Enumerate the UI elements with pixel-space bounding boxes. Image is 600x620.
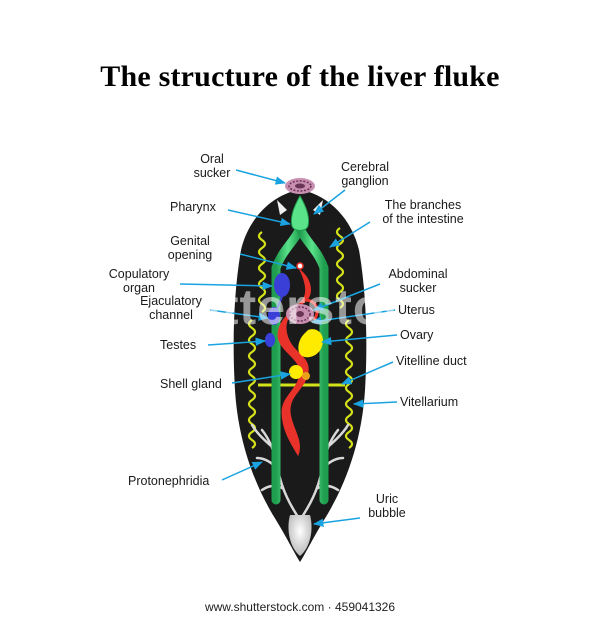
label-vitellarium: Vitellarium <box>400 395 458 409</box>
label-shell-gland: Shell gland <box>160 377 222 391</box>
uric-bubble <box>288 515 311 556</box>
label-testes: Testes <box>160 338 196 352</box>
genital-opening <box>297 263 303 269</box>
footer-credit: www.shutterstock.com · 459041326 <box>0 600 600 614</box>
label-pharynx: Pharynx <box>170 200 216 214</box>
label-ovary: Ovary <box>400 328 433 342</box>
arrow-oral-sucker <box>236 170 285 183</box>
label-vitelline-duct: Vitelline duct <box>396 354 467 368</box>
label-protonephridia: Protonephridia <box>128 474 209 488</box>
label-uterus: Uterus <box>398 303 435 317</box>
shell-gland <box>289 365 303 379</box>
